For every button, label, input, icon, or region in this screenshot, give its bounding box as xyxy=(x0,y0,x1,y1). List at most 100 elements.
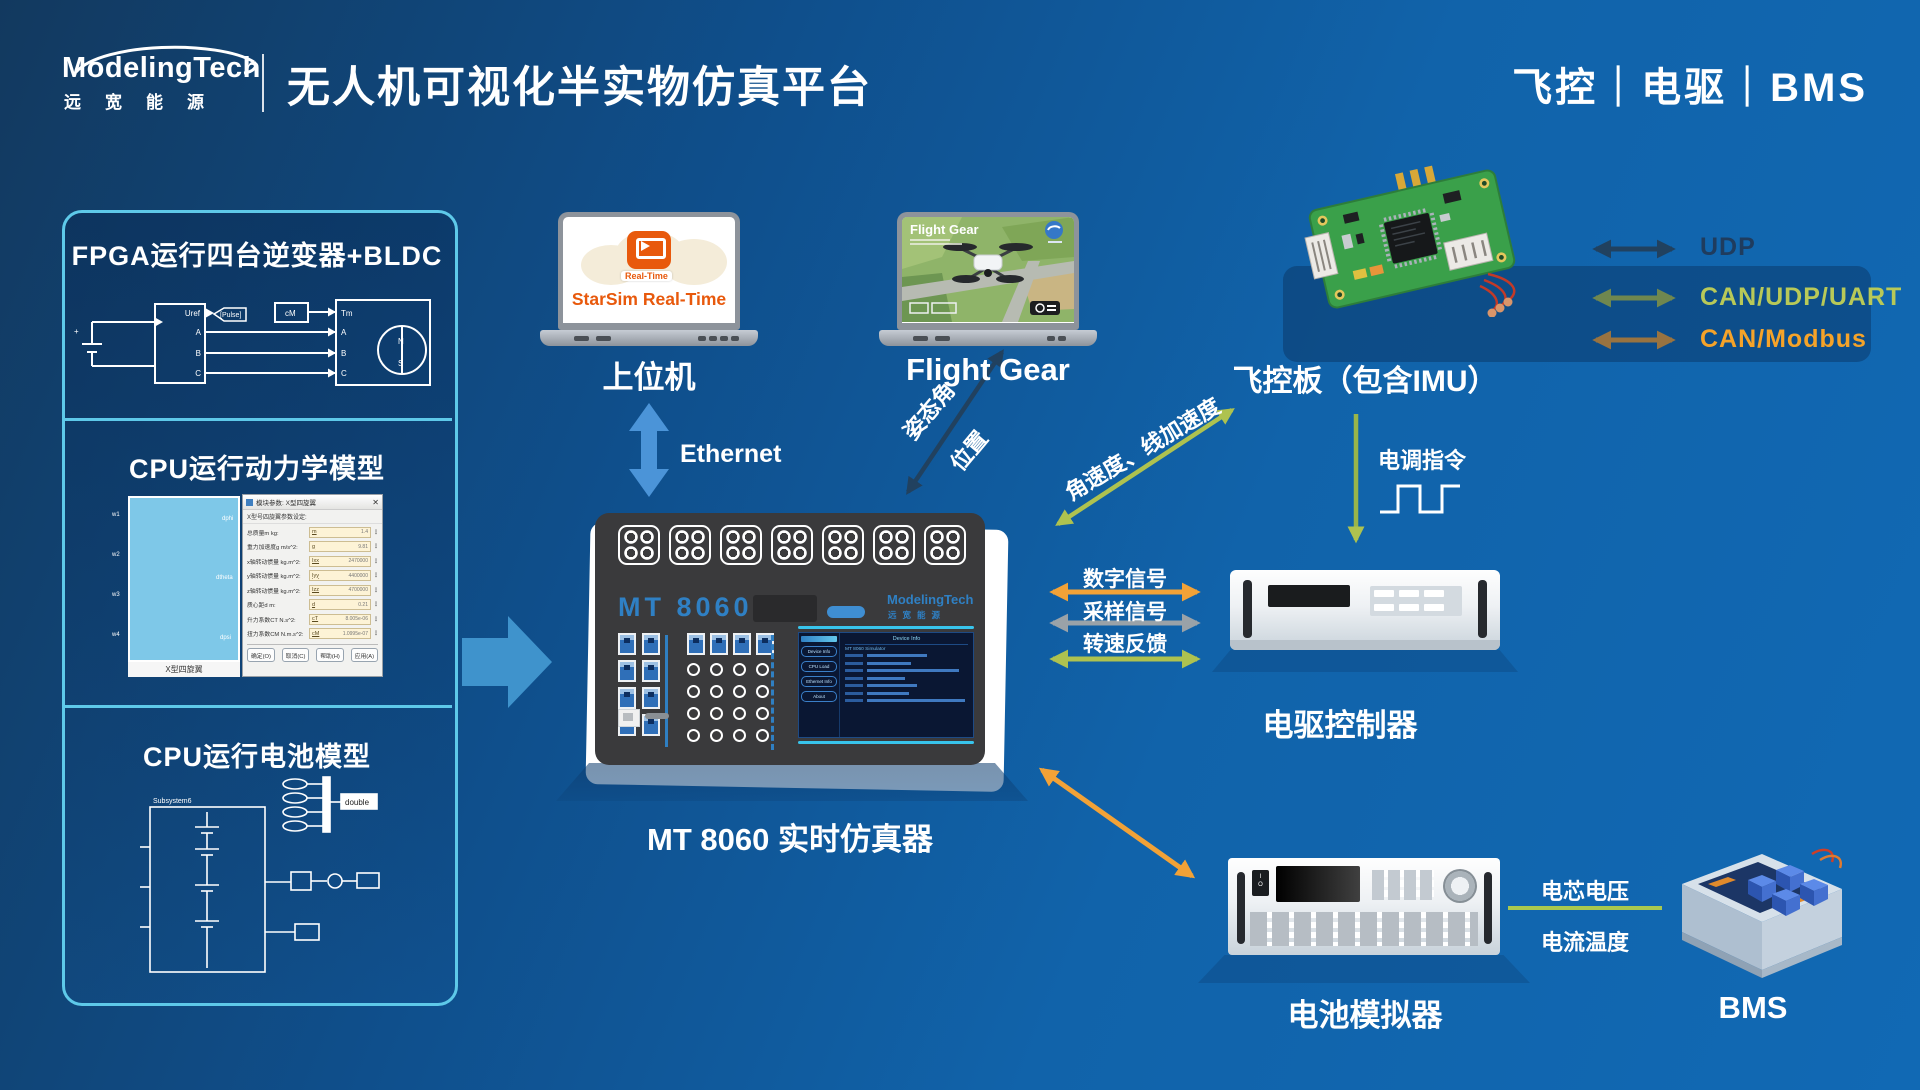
io-connector-icon xyxy=(710,633,728,655)
io-connector-icon xyxy=(642,660,660,682)
block-port-w2: w2 xyxy=(112,552,120,558)
legend-udp-label: UDP xyxy=(1700,233,1756,261)
cancel-button: 取消(C) xyxy=(281,648,310,662)
terminal-block xyxy=(669,525,711,565)
screen-subtitle: MT 8060 Simulator xyxy=(845,647,886,652)
screen-menu-cpu-load: CPU Load xyxy=(801,661,837,672)
terminal-block xyxy=(822,525,864,565)
attitude-arrow xyxy=(906,349,1004,495)
laptop-foot xyxy=(709,336,717,341)
io-connector-icon xyxy=(642,633,660,655)
button-icon xyxy=(1374,590,1394,597)
dialog-titlebar: 模块参数: X型四旋翼 ✕ xyxy=(243,495,382,510)
vent-slot xyxy=(753,595,817,622)
flightgear-scene: Flight Gear xyxy=(902,217,1074,322)
starsim-app-icon xyxy=(627,231,671,269)
screen-menu-about: About xyxy=(801,691,837,702)
svg-text:C: C xyxy=(195,369,201,378)
brand-logo-subtext: 远宽能源 xyxy=(64,93,228,112)
device-display xyxy=(1276,866,1360,902)
mt8060-brand-text: ModelingTech xyxy=(887,592,974,607)
svg-text:[Pulse]: [Pulse] xyxy=(220,312,241,319)
bnc-port-icon xyxy=(710,707,723,720)
panel-divider-1 xyxy=(62,418,452,421)
laptop-foot xyxy=(574,336,589,341)
ethernet-label: Ethernet xyxy=(680,440,782,468)
page-title: 无人机可视化半实物仿真平台 xyxy=(287,64,872,112)
host-pc-label: 上位机 xyxy=(602,360,696,395)
svg-text:Tm: Tm xyxy=(341,309,353,318)
io-connector-icon xyxy=(733,633,751,655)
laptop-foot xyxy=(698,336,706,341)
legend-can-udp-uart-label: CAN/UDP/UART xyxy=(1700,283,1903,311)
power-module xyxy=(618,709,640,727)
device-display xyxy=(1268,585,1350,607)
drive-controller-label: 电驱控制器 xyxy=(1262,708,1418,743)
terminal-strip xyxy=(618,525,966,565)
digital-signal-label: 数字信号 xyxy=(1083,568,1167,591)
svg-text:Flight Gear: Flight Gear xyxy=(910,222,979,237)
drive-controller-shadow xyxy=(1212,650,1518,672)
flightgear-laptop-base xyxy=(879,330,1097,346)
svg-text:A: A xyxy=(341,328,347,337)
svg-text:C: C xyxy=(341,369,347,378)
block-caption: X型四旋翼 xyxy=(128,662,240,677)
starsim-logo-text: StarSim Real-Time xyxy=(571,289,727,309)
svg-text:double: double xyxy=(345,798,370,807)
svg-text:+: + xyxy=(74,327,79,336)
terminal-block xyxy=(924,525,966,565)
rack-handle xyxy=(1243,580,1252,638)
flightgear-label: Flight Gear xyxy=(906,352,1070,387)
battery-sim-shadow xyxy=(1198,955,1530,983)
block-port-w4: w4 xyxy=(112,632,120,638)
button-icon xyxy=(1424,603,1444,611)
panel-to-mt8060-arrow xyxy=(462,616,552,708)
realtime-badge: Real-Time xyxy=(621,271,672,281)
laptop-foot xyxy=(935,336,950,341)
screen-title: Device Info xyxy=(845,636,968,645)
keypad-grid xyxy=(1372,870,1434,900)
bnc-port-icon xyxy=(756,729,769,742)
indicator-pill xyxy=(827,606,865,618)
button-icon xyxy=(1399,603,1419,611)
screen-menu-ethernet-info: Ethernet Info xyxy=(801,676,837,687)
screen-accent-top xyxy=(798,626,974,629)
pwm-wave-icon xyxy=(1380,484,1460,514)
svg-text:A: A xyxy=(196,328,202,337)
laptop-foot xyxy=(596,336,611,341)
rack-handle xyxy=(1237,872,1245,944)
laptop-foot xyxy=(720,336,728,341)
bnc-port-icon xyxy=(756,707,769,720)
terminal-block xyxy=(618,525,660,565)
svg-text:Uref: Uref xyxy=(185,309,201,318)
quadrotor-simulink-block xyxy=(128,496,240,662)
bms-device xyxy=(1682,848,1843,978)
esc-cmd-label: 电调指令 xyxy=(1378,448,1467,473)
bnc-port-icon xyxy=(687,729,700,742)
laptop-glyph-icon xyxy=(636,238,666,259)
flightgear-laptop: Flight Gear xyxy=(897,212,1079,330)
terminal-block xyxy=(720,525,762,565)
screen-main: Device Info MT 8060 Simulator xyxy=(840,633,973,737)
screen-info-rows xyxy=(845,654,968,702)
rack-handle xyxy=(1484,872,1492,944)
panel-separator-line xyxy=(665,635,668,747)
screen-brand-bar xyxy=(801,636,837,642)
button-icon xyxy=(1424,590,1444,597)
svg-text:B: B xyxy=(341,349,346,358)
mt8060-brand-subtext: 远宽能源 xyxy=(888,610,947,620)
svg-text:N: N xyxy=(398,337,404,346)
apply-button: 应用(A) xyxy=(350,648,378,662)
